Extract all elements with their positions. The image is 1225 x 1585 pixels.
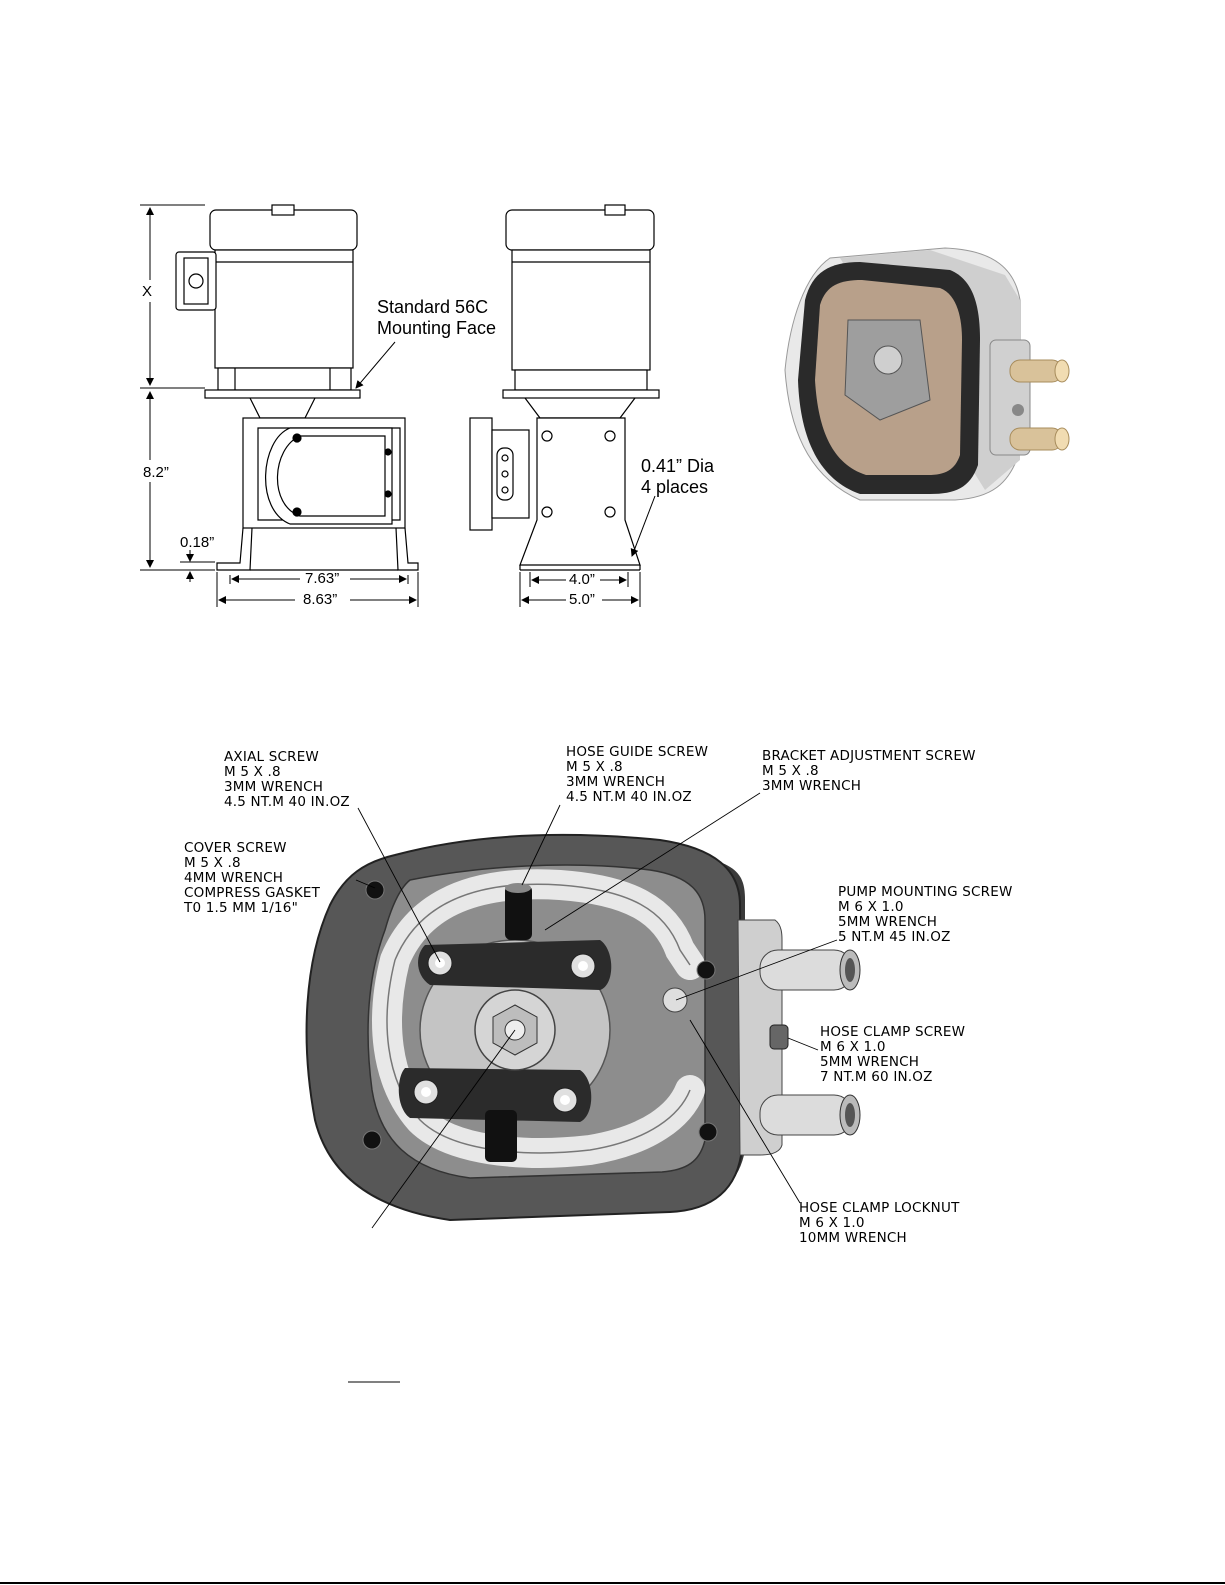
pump-render-small xyxy=(784,247,1070,501)
callout-bracket-adjustment-screw: BRACKET ADJUSTMENT SCREW M 5 X .8 3MM WR… xyxy=(762,749,976,794)
callout-title: COVER SCREW xyxy=(184,840,287,856)
callout-line: M 6 X 1.0 xyxy=(838,899,904,915)
callout-line: 10MM WRENCH xyxy=(799,1230,907,1246)
front-view xyxy=(175,204,419,571)
dimension-lines xyxy=(140,204,656,607)
hole-note-line-1: 0.41” Dia xyxy=(641,456,715,476)
callout-hose-clamp-locknut: HOSE CLAMP LOCKNUT M 6 X 1.0 10MM WRENCH xyxy=(799,1201,960,1246)
callout-line: M 5 X .8 xyxy=(762,763,819,779)
height-label-x: X xyxy=(142,283,153,300)
callout-pump-mounting-screw: PUMP MOUNTING SCREW M 6 X 1.0 5MM WRENCH… xyxy=(838,885,1013,945)
callout-hose-guide-screw: HOSE GUIDE SCREW M 5 X .8 3MM WRENCH 4.5… xyxy=(566,745,708,805)
hole-note: 0.41” Dia 4 places xyxy=(641,456,714,498)
callout-line: 3MM WRENCH xyxy=(566,774,666,790)
mounting-face-line-2: Mounting Face xyxy=(377,318,497,338)
callout-leaders xyxy=(355,792,838,1229)
callout-title: AXIAL SCREW xyxy=(224,749,319,765)
side-view xyxy=(469,204,660,571)
callout-line: 7 NT.M 60 IN.OZ xyxy=(820,1069,933,1085)
callout-line: T0 1.5 MM 1/16" xyxy=(184,900,298,916)
callout-cover-screw: COVER SCREW M 5 X .8 4MM WRENCH COMPRESS… xyxy=(184,841,320,916)
callout-line: M 5 X .8 xyxy=(566,759,623,775)
pump-render-large xyxy=(305,834,861,1222)
hole-note-line-2: 4 places xyxy=(641,477,709,497)
callout-line: 5MM WRENCH xyxy=(838,914,938,930)
foot-thickness-label: 0.18” xyxy=(180,534,215,551)
callout-line: 4.5 NT.M 40 IN.OZ xyxy=(224,794,350,810)
callout-line: 3MM WRENCH xyxy=(762,778,862,794)
side-inner-width-label: 4.0” xyxy=(569,571,595,588)
callout-line: 5 NT.M 45 IN.OZ xyxy=(838,929,951,945)
callout-line: 4.5 NT.M 40 IN.OZ xyxy=(566,789,692,805)
base-height-label: 8.2” xyxy=(143,464,169,481)
inner-width-label: 7.63” xyxy=(305,570,340,587)
callout-title: HOSE CLAMP SCREW xyxy=(820,1024,966,1040)
callout-title: HOSE GUIDE SCREW xyxy=(566,744,709,760)
callout-line: M 6 X 1.0 xyxy=(820,1039,886,1055)
callout-line: M 6 X 1.0 xyxy=(799,1215,865,1231)
callout-title: PUMP MOUNTING SCREW xyxy=(838,884,1013,900)
callout-title: HOSE CLAMP LOCKNUT xyxy=(799,1200,960,1216)
callout-hose-clamp-screw: HOSE CLAMP SCREW M 6 X 1.0 5MM WRENCH 7 … xyxy=(820,1025,965,1085)
callout-line: M 5 X .8 xyxy=(184,855,241,871)
callout-line: COMPRESS GASKET xyxy=(184,885,321,901)
mounting-face-line-1: Standard 56C xyxy=(377,297,489,317)
callout-line: 3MM WRENCH xyxy=(224,779,324,795)
callout-line: 4MM WRENCH xyxy=(184,870,284,886)
callout-line: 5MM WRENCH xyxy=(820,1054,920,1070)
mounting-face-note: Standard 56C Mounting Face xyxy=(377,297,496,339)
callout-title: BRACKET ADJUSTMENT SCREW xyxy=(762,748,976,764)
outer-width-label: 8.63” xyxy=(303,591,338,608)
callout-axial-screw: AXIAL SCREW M 5 X .8 3MM WRENCH 4.5 NT.M… xyxy=(224,750,350,810)
side-outer-width-label: 5.0” xyxy=(569,591,595,608)
callout-line: M 5 X .8 xyxy=(224,764,281,780)
